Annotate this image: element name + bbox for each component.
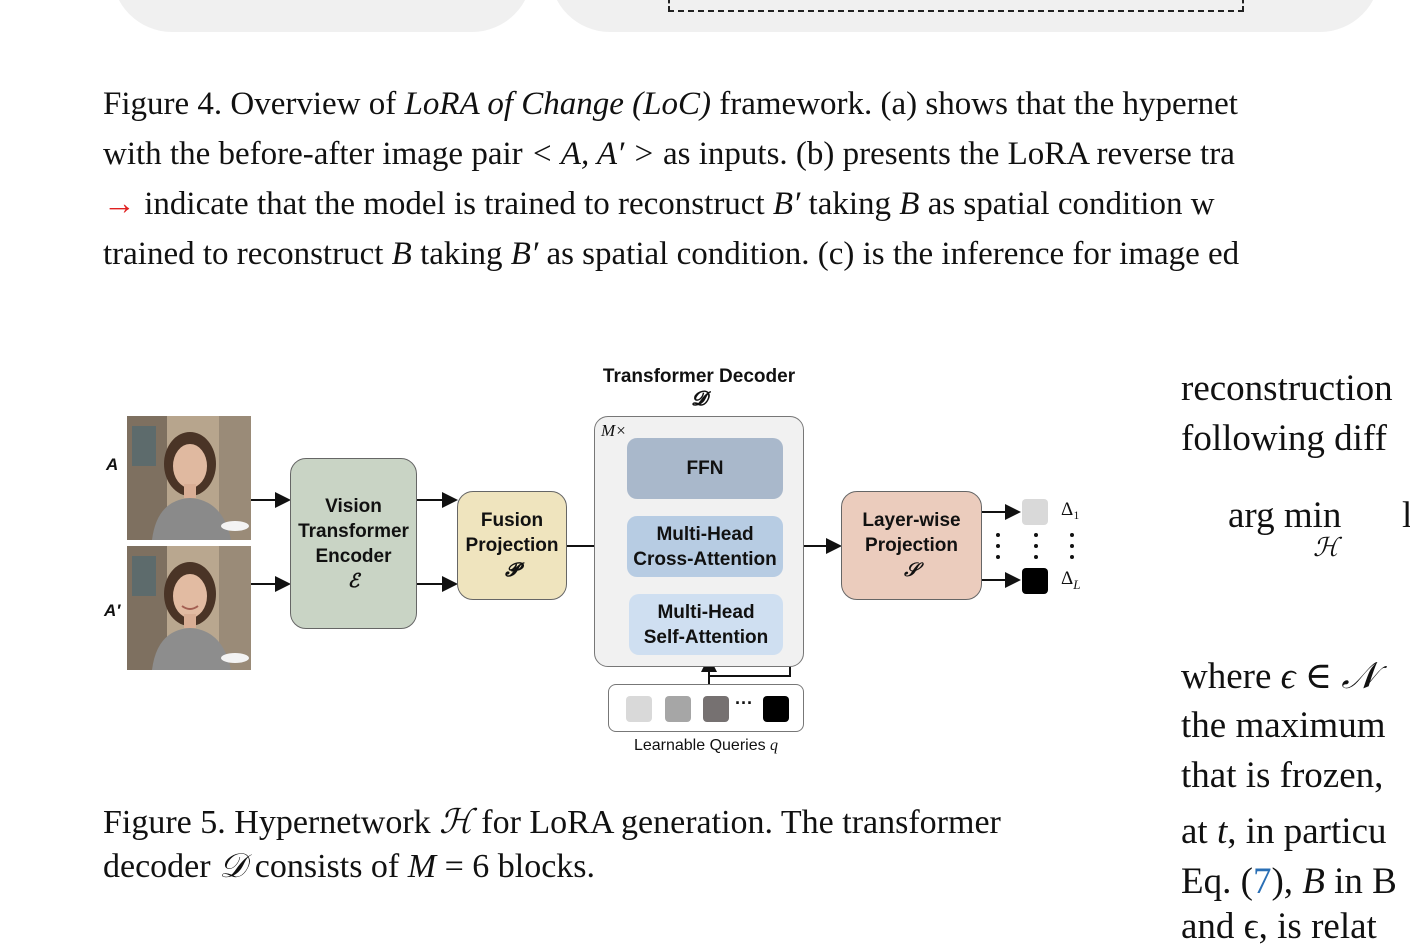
equation-argmin-subscript: ℋ [1313,533,1339,562]
decoder-symbol: 𝓓 [691,388,707,410]
query-ellipsis: ··· [735,693,753,713]
figure4-caption-line3: → indicate that the model is trained to … [103,186,1215,222]
equation-reference-link[interactable]: 7 [1252,861,1272,902]
query-token-1 [626,696,652,722]
previous-figure-fragment [112,0,532,32]
fusion-projection-block: Fusion Projection 𝓟 [457,491,567,600]
right-text-line5: that is frozen, [1181,755,1384,796]
figure4-caption-line1: Figure 4. Overview of LoRA of Change (Lo… [103,86,1238,122]
input-a-label: A [106,455,119,474]
figure5-caption-line1: Figure 5. Hypernetwork ℋ for LoRA genera… [103,804,1001,841]
decoder-title: Transformer Decoder [602,366,796,387]
right-text-line1: reconstruction [1181,368,1393,409]
input-image-a-prime [127,546,251,670]
query-token-last [763,696,789,722]
figure5-caption-line2: decoder 𝒟 consists of M = 6 blocks. [103,848,596,885]
vision-transformer-encoder-block: Vision Transformer Encoder ℰ [290,458,417,629]
delta-first-label: Δ₁ [1061,499,1080,520]
repeat-label: M× [601,421,627,440]
previous-figure-dashed-box [668,0,1244,12]
ffn-block: FFN [627,438,783,499]
right-text-line7: Eq. (7), B in B [1181,861,1397,902]
figure4-caption-line2: with the before-after image pair < A, A′… [103,136,1235,172]
delta-output-first [1022,499,1048,525]
right-text-line8: and ϵ, is relat [1181,906,1377,947]
input-a-prime-label: A′ [104,601,121,620]
equation-argmin: arg min [1228,495,1342,536]
learnable-queries-label: Learnable Queries q [633,737,779,754]
previous-figure-fragment-2 [550,0,1380,32]
right-text-line4: the maximum [1181,705,1386,746]
right-text-line3: where ϵ ∈ 𝒩 [1181,656,1377,697]
query-token-2 [665,696,691,722]
right-text-line2: following diff [1181,418,1387,459]
right-text-line6: at t, in particu [1181,811,1387,852]
equation-tail: l [1402,495,1410,536]
figure4-caption-line4: trained to reconstruct B taking B′ as sp… [103,236,1240,272]
input-image-a [127,416,251,540]
query-token-3 [703,696,729,722]
vertical-dots [996,533,1074,559]
layerwise-projection-block: Layer-wise Projection 𝒮 [841,491,982,600]
delta-last-label: ΔL [1061,568,1081,592]
delta-output-last [1022,568,1048,594]
